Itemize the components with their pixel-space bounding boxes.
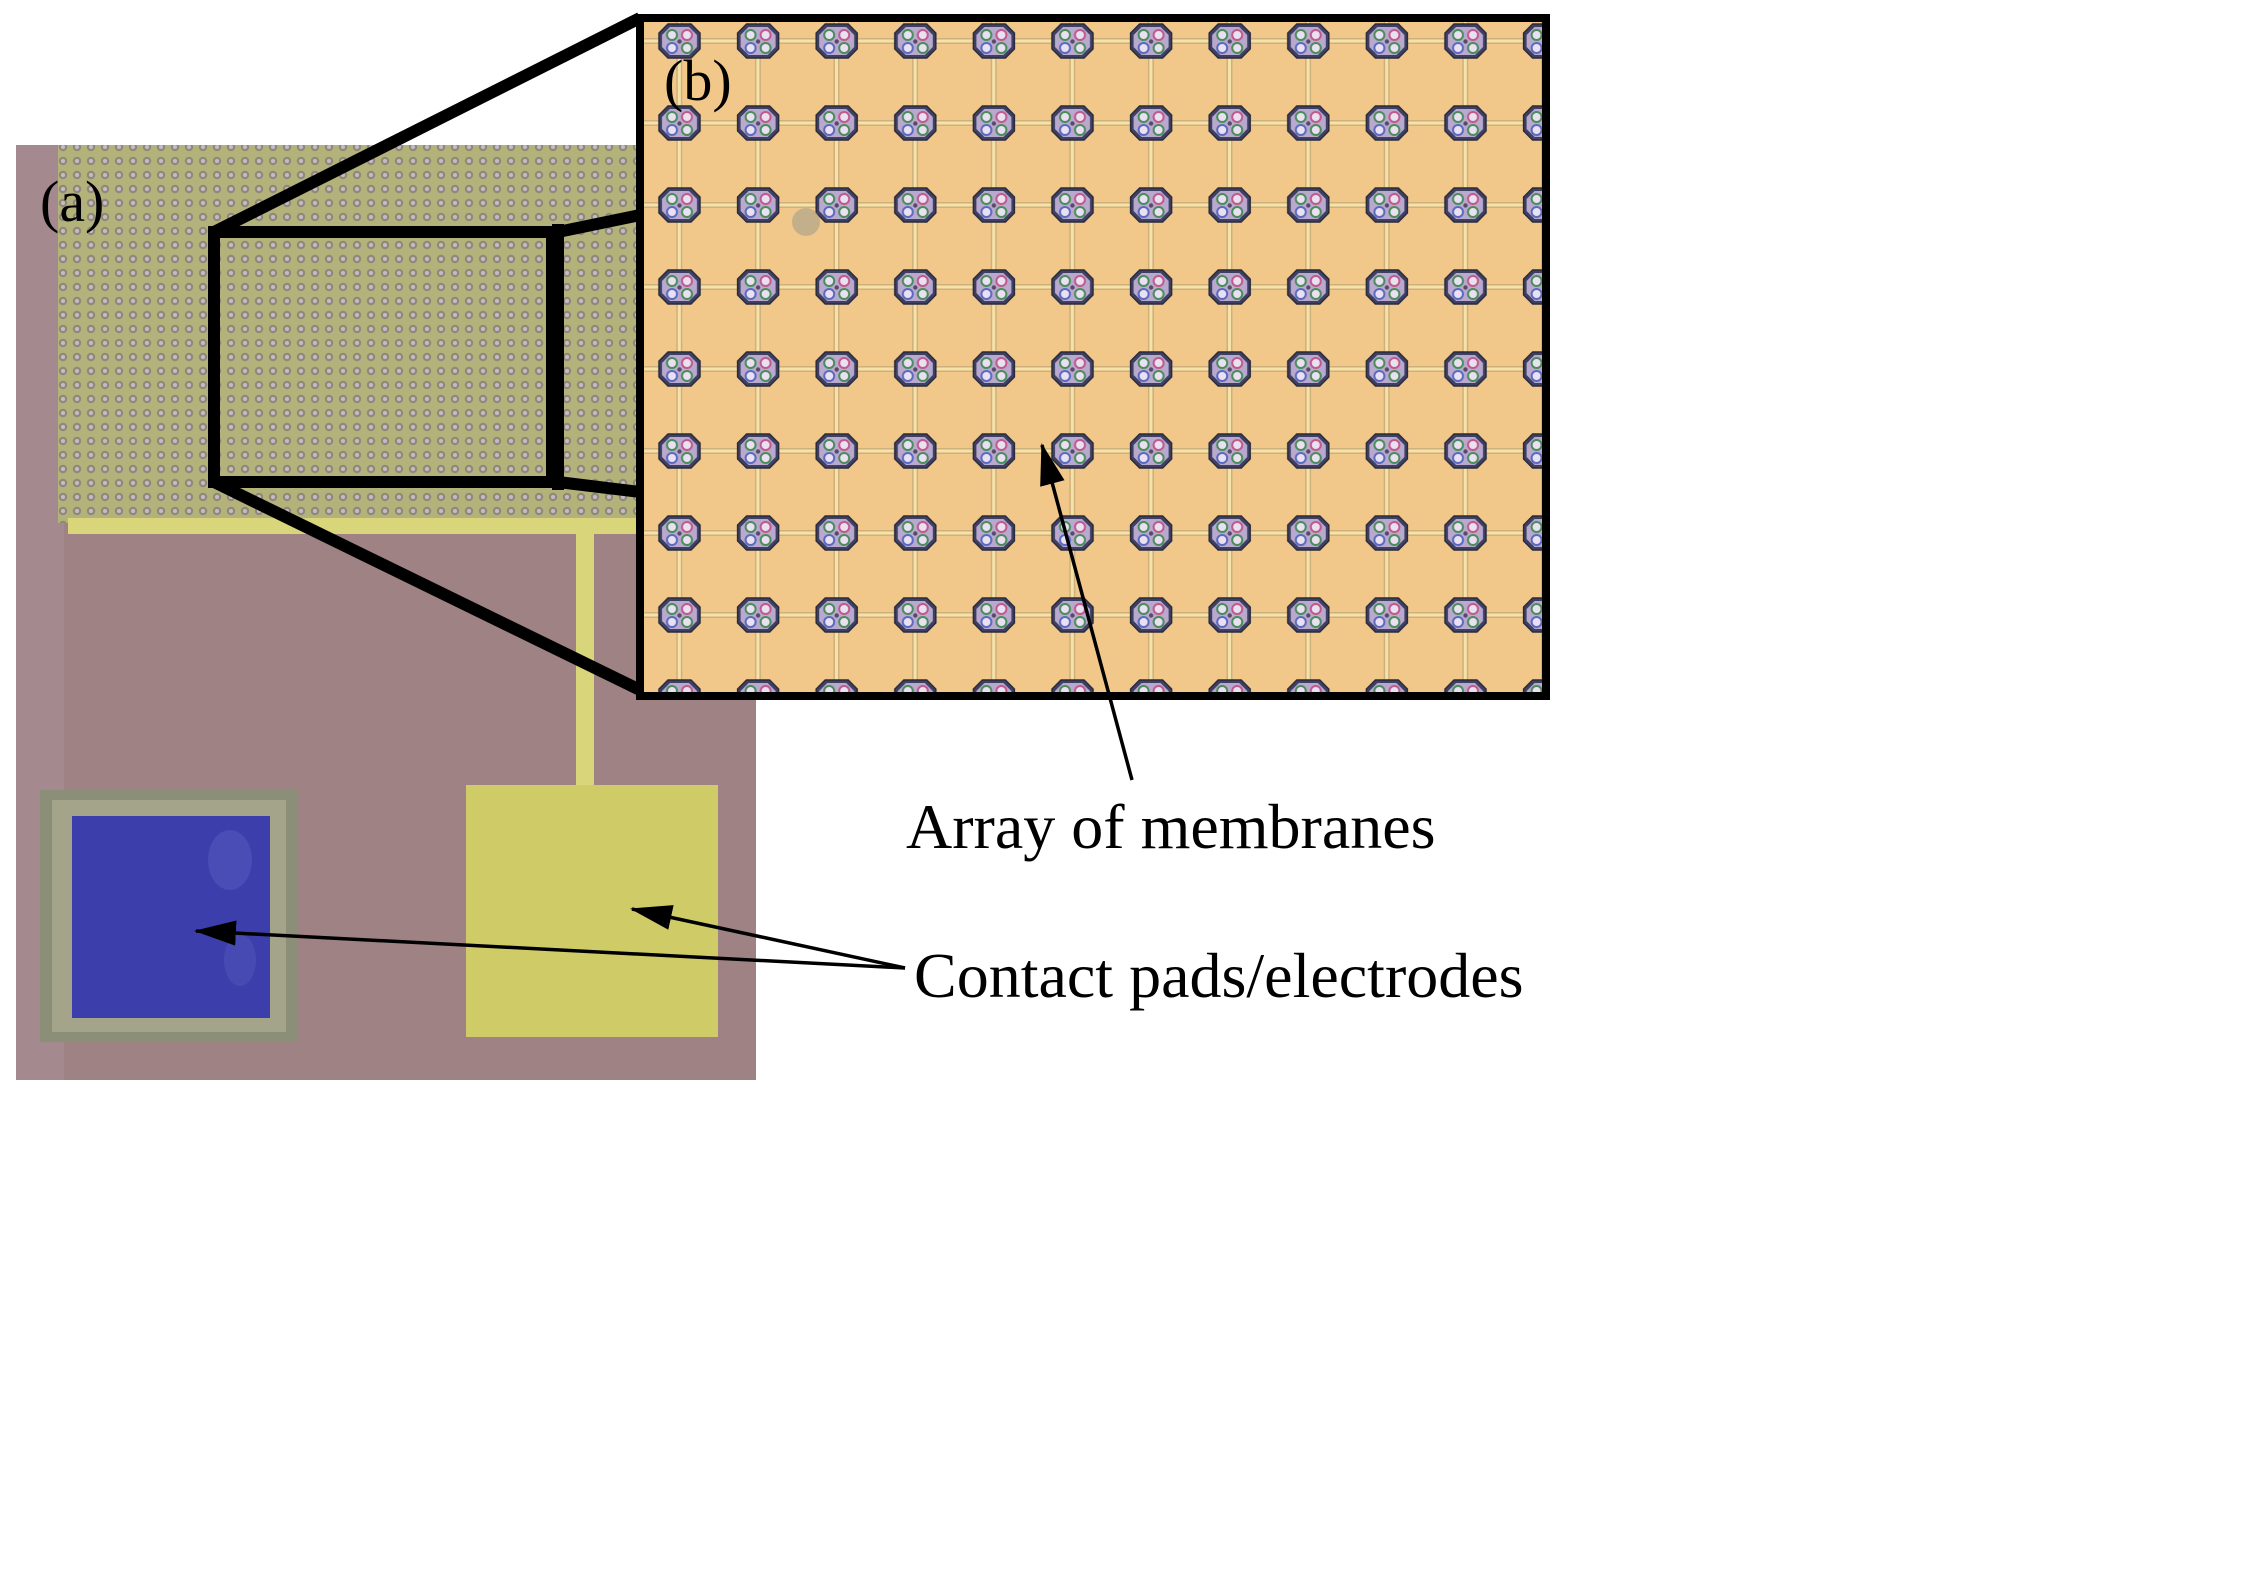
membranes-annotation: Array of membranes [906,791,1436,862]
gold-contact-pad [466,785,718,1037]
panel-a-label: (a) [40,169,105,234]
pad-arrow-right [629,905,906,970]
pads-annotation: Contact pads/electrodes [914,940,1524,1011]
pad-arrow-left [193,920,906,970]
panel-b-label: (b) [664,48,732,113]
zoom-source-box-inner [552,224,564,490]
membrane-array-zoom [640,18,1546,696]
pad-highlight-2 [224,934,256,986]
zoom-projection-lines [211,12,643,696]
debris-spot [792,208,820,236]
annotation-arrows [193,442,1134,970]
pad-highlight [208,830,252,890]
panel-a [16,145,756,1080]
membranes-arrow [1040,442,1134,781]
panel-b [636,14,1550,700]
zoom-frame [636,14,1550,700]
